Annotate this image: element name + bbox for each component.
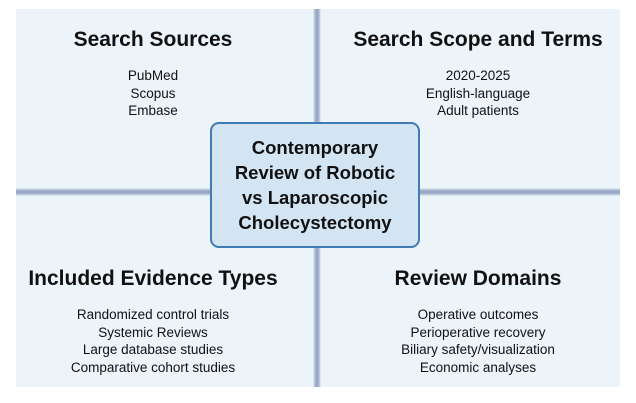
central-topic-title: Contemporary Review of Robotic vs Laparo… bbox=[234, 137, 396, 233]
list-item: Systemic Reviews bbox=[98, 324, 208, 340]
list-item: Perioperative recovery bbox=[410, 324, 546, 340]
search-sources-quadrant: Search Sources PubMed Scopus Embase bbox=[16, 27, 290, 120]
evidence-types-quadrant: Included Evidence Types Randomized contr… bbox=[16, 266, 290, 376]
quadrant-item-list: PubMed Scopus Embase bbox=[16, 67, 290, 120]
list-item: English-language bbox=[425, 85, 531, 101]
review-domains-quadrant: Review Domains Operative outcomes Periop… bbox=[336, 266, 620, 376]
quadrant-item-list: 2020-2025 English-language Adult patient… bbox=[336, 67, 620, 120]
list-item: Adult patients bbox=[437, 103, 519, 118]
list-item: PubMed bbox=[127, 68, 179, 83]
list-item: Biliary safety/visualization bbox=[401, 342, 555, 357]
list-item: Scopus bbox=[130, 85, 176, 101]
quadrant-title: Review Domains bbox=[394, 267, 562, 290]
list-item: Operative outcomes bbox=[417, 307, 539, 322]
quadrant-title: Search Scope and Terms bbox=[353, 28, 603, 51]
diagram-canvas: Search Sources PubMed Scopus Embase Sear… bbox=[16, 9, 620, 387]
list-item: Randomized control trials bbox=[76, 307, 230, 322]
quadrant-item-list: Operative outcomes Perioperative recover… bbox=[336, 306, 620, 376]
list-item: Embase bbox=[128, 103, 178, 118]
quadrant-title: Search Sources bbox=[73, 28, 233, 51]
list-item: Large database studies bbox=[82, 342, 224, 357]
list-item: 2020-2025 bbox=[445, 68, 511, 83]
list-item: Economic analyses bbox=[419, 359, 537, 375]
central-topic-box: Contemporary Review of Robotic vs Laparo… bbox=[210, 122, 420, 248]
quadrant-title: Included Evidence Types bbox=[28, 267, 278, 290]
quadrant-item-list: Randomized control trials Systemic Revie… bbox=[16, 306, 290, 376]
search-scope-quadrant: Search Scope and Terms 2020-2025 English… bbox=[336, 27, 620, 120]
list-item: Comparative cohort studies bbox=[70, 359, 236, 375]
